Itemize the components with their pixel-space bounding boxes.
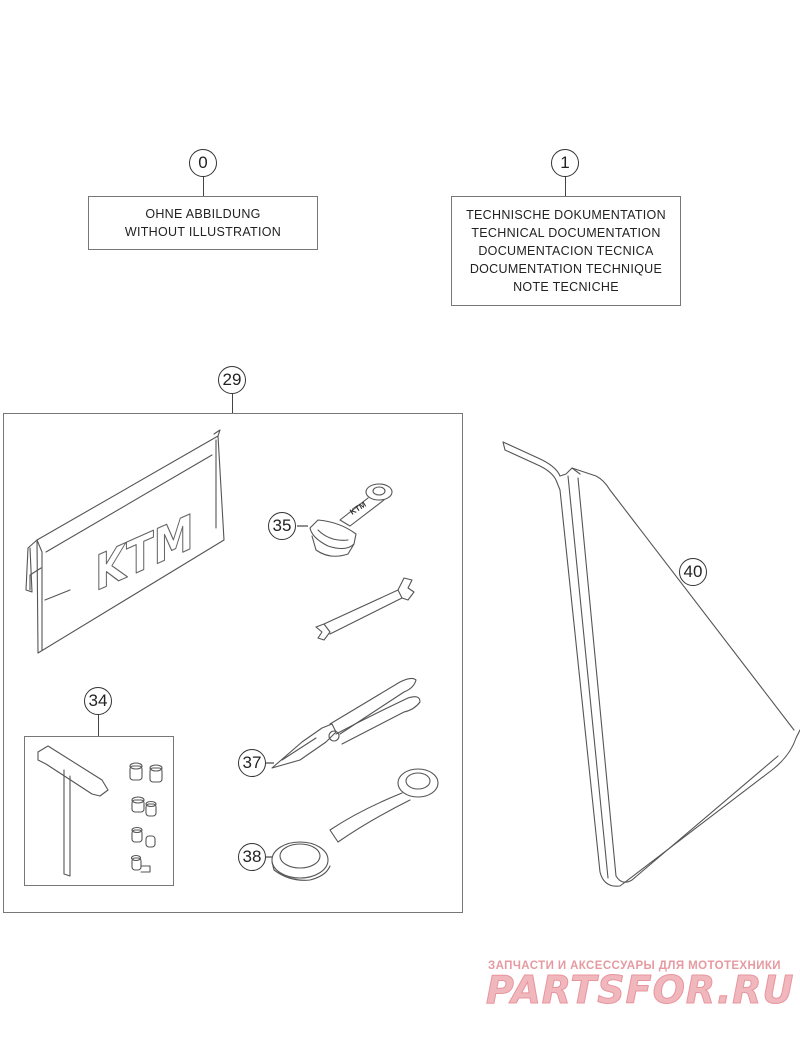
label-line-en: TECHNICAL DOCUMENTATION [471, 226, 661, 240]
label-box-technical-documentation: TECHNISCHE DOKUMENTATION TECHNICAL DOCUM… [451, 196, 681, 306]
label-line-de: TECHNISCHE DOKUMENTATION [466, 208, 666, 222]
label-box-without-illustration: OHNE ABBILDUNG WITHOUT ILLUSTRATION [88, 196, 318, 250]
watermark-subtitle: ЗАПЧАСТИ И АКСЕССУАРЫ ДЛЯ МОТОТЕХНИКИ [488, 960, 781, 972]
tool-kit-group-box [3, 413, 463, 913]
callout-item-0[interactable]: 0 [189, 149, 217, 177]
callout-item-37[interactable]: 37 [238, 749, 266, 777]
leader-line-1 [565, 176, 566, 196]
label-line-fr: DOCUMENTATION TECHNIQUE [469, 262, 663, 276]
callout-item-29[interactable]: 29 [218, 366, 246, 394]
leader-line-0 [203, 176, 204, 196]
watermark-site-logo: PARTSFOR.RU [485, 968, 795, 1013]
tool-bag-illustration[interactable]: KTM [25, 429, 225, 654]
hex-key-set-illustration[interactable] [37, 745, 163, 877]
callout-item-40[interactable]: 40 [679, 558, 707, 586]
spark-plug-wrench-illustration[interactable]: KTM [309, 483, 393, 557]
label-line-de: OHNE ABBILDUNG [145, 207, 261, 221]
hex-key-set-box [24, 736, 174, 886]
label-line-es: DOCUMENTACION TECNICA [478, 244, 654, 258]
ring-spanner-illustration[interactable] [271, 768, 439, 881]
label-line-it: NOTE TECNICHE [513, 280, 619, 294]
callout-item-35[interactable]: 35 [268, 512, 296, 540]
open-end-wrench-illustration[interactable] [315, 577, 415, 641]
callout-item-1[interactable]: 1 [551, 149, 579, 177]
label-line-en: WITHOUT ILLUSTRATION [124, 225, 282, 239]
pliers-illustration[interactable] [271, 677, 421, 769]
leader-line-34 [98, 714, 99, 736]
leader-line-29 [232, 394, 233, 413]
callout-item-34[interactable]: 34 [84, 687, 112, 715]
callout-item-38[interactable]: 38 [238, 843, 266, 871]
side-stand-illustration[interactable] [502, 441, 800, 887]
